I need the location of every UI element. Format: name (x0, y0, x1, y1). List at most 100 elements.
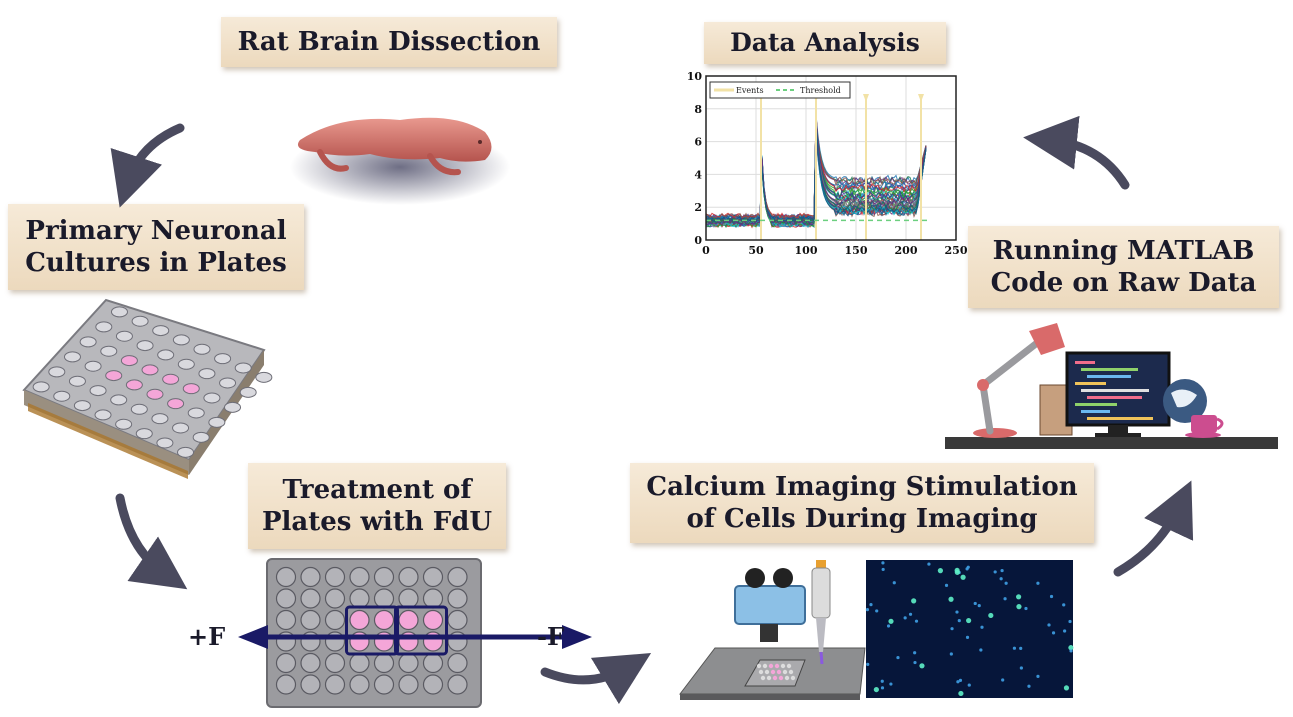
plate-well (766, 675, 772, 681)
fluorescent-cell (988, 612, 994, 619)
plate-well (136, 340, 154, 352)
plate-well (762, 663, 768, 669)
culture-plate-icon (22, 298, 273, 479)
plate-well (110, 306, 128, 318)
fluorescent-cell (1019, 646, 1023, 650)
label-data-analysis: Data Analysis (704, 22, 946, 64)
fluorescent-cell (980, 625, 984, 629)
event-marker (863, 94, 869, 102)
plate-well (300, 609, 321, 631)
pipette-icon (811, 560, 831, 665)
fluorescent-cell (866, 662, 870, 666)
plate-well (786, 663, 792, 669)
plate-well (172, 422, 190, 434)
plate-well (151, 413, 169, 425)
fluorescent-cell (956, 680, 960, 684)
plate-well (780, 663, 786, 669)
code-line (1075, 403, 1117, 406)
fluorescent-cell (1003, 597, 1007, 601)
plate-well (130, 403, 148, 415)
plus-f-label: +F (188, 622, 226, 651)
fluorescent-cell (1051, 631, 1056, 635)
fluorescent-cell (873, 686, 879, 693)
fluorescent-cell (1036, 581, 1040, 585)
plate-well (157, 349, 175, 361)
plate-well (141, 364, 159, 376)
plate-well (770, 669, 776, 675)
fluorescent-cell (1036, 674, 1040, 678)
plate-well (172, 334, 190, 346)
plate-well (447, 588, 468, 609)
code-line (1075, 361, 1095, 364)
fluorescent-cell (993, 570, 997, 574)
plate-well (764, 669, 770, 675)
code-line (1087, 417, 1153, 420)
fluorescent-cell (965, 635, 970, 639)
plate-well (324, 652, 346, 674)
plate-well (447, 652, 468, 674)
x-tick-label: 0 (702, 244, 710, 257)
fluorescent-cell (1047, 623, 1051, 627)
fluorescent-cell (1000, 568, 1004, 573)
fluorescent-cell (948, 596, 954, 602)
plate-well (198, 368, 216, 380)
code-line (1075, 382, 1106, 385)
fluorescent-cell (1024, 606, 1028, 611)
plate-well (219, 377, 237, 389)
plate-well (373, 609, 395, 631)
plate-well (422, 674, 444, 695)
desk-lamp-icon (973, 323, 1065, 438)
plate-well (255, 371, 273, 383)
plate-well (349, 566, 370, 588)
plate-well (203, 392, 221, 404)
plate-well (349, 674, 370, 695)
fluorescent-cell (881, 561, 885, 565)
fluorescence-image-icon (865, 560, 1074, 698)
plate-well (300, 674, 321, 695)
cycle-arrow-icon (110, 123, 185, 208)
fluorescent-cell (937, 568, 943, 574)
chart-frame (705, 75, 957, 241)
fluorescent-cell (888, 618, 894, 624)
fluorescent-cell (944, 583, 949, 587)
plate-well (48, 366, 66, 378)
plate-well (373, 566, 395, 588)
fluorescent-cell (889, 682, 893, 686)
fluorescent-cell (880, 679, 884, 683)
fluorescent-cell (875, 609, 879, 613)
minus-f-label: -F (537, 622, 564, 651)
plate-well (177, 358, 195, 370)
fluorescent-cell (999, 577, 1003, 581)
plate-well (68, 375, 86, 387)
plate-well (224, 401, 242, 413)
fluorescent-cell (954, 567, 960, 574)
plate-well (95, 321, 113, 333)
plate-well (135, 428, 153, 440)
plate-well (275, 652, 297, 674)
plate-well (239, 386, 257, 398)
microscope-icon (678, 568, 866, 700)
plate-well (373, 674, 395, 695)
plate-well (772, 675, 778, 681)
plate-well (146, 388, 164, 400)
plate-well (53, 390, 71, 402)
fluorescent-cell (903, 616, 907, 620)
plate-well (156, 437, 174, 449)
plate-well (193, 343, 211, 355)
plate-well (167, 398, 185, 410)
fluorescent-cell (1027, 684, 1031, 688)
fluorescent-cell (950, 627, 954, 631)
plate-well (63, 351, 81, 363)
plate-well (758, 669, 764, 675)
plate-well (398, 674, 419, 695)
fluorescent-cell (1049, 594, 1054, 599)
plate-well (760, 675, 766, 681)
legend-label: Threshold (800, 86, 841, 95)
plate-well (447, 566, 468, 588)
fluorescent-cell (880, 686, 885, 690)
plate-well (115, 330, 133, 342)
fluorescent-cell (979, 648, 983, 652)
